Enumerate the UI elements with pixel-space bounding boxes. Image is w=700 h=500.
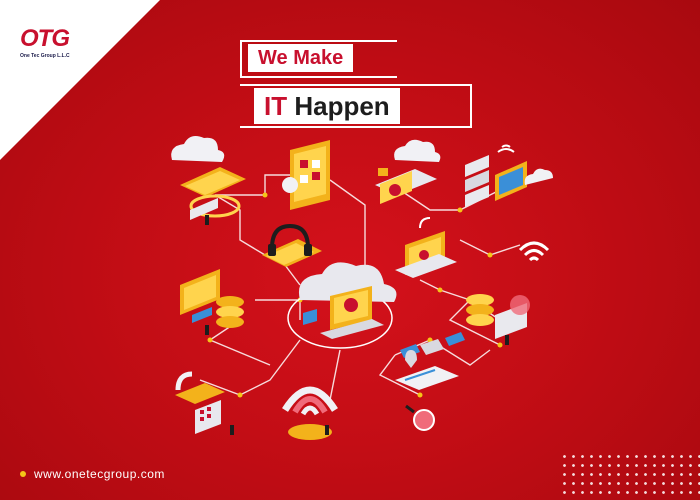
website-url-text: www.onetecgroup.com — [34, 467, 165, 481]
logo-mark: OTG — [20, 25, 70, 52]
wifi-signal-icon — [282, 386, 338, 440]
mobile-app-icon — [282, 140, 330, 210]
headline-frame-bottom — [240, 84, 472, 128]
cloud-phone-icon — [171, 136, 246, 225]
map-location-icon — [395, 350, 459, 390]
dot-pattern-decoration — [560, 452, 700, 498]
logo-subtitle: One Tec Group L.L.C — [20, 53, 70, 59]
server-monitor-icon — [465, 144, 553, 207]
headline-frame-top — [240, 40, 397, 78]
bullet-dot-icon — [20, 471, 26, 477]
website-url[interactable]: www.onetecgroup.com — [20, 467, 165, 481]
headline-line1: We Make — [248, 44, 354, 72]
company-logo[interactable]: OTG One Tec Group L.L.C — [20, 26, 92, 66]
cloud-laptop-hub-icon — [287, 262, 397, 349]
headline-accent: IT — [264, 91, 288, 121]
payment-terminal-icon — [175, 371, 234, 435]
monitor-chart-icon — [395, 217, 457, 278]
headline-rest: Happen — [287, 91, 390, 121]
magnifier-icon — [405, 404, 435, 431]
headphones-support-icon — [262, 223, 322, 267]
cloud-analytics-icon — [375, 139, 441, 204]
headline: We Make IT Happen — [240, 40, 472, 130]
headline-line2: IT Happen — [254, 88, 400, 124]
wifi-small-icon — [518, 241, 550, 262]
laptop-cloud-icon — [180, 269, 244, 335]
database-report-icon — [466, 294, 530, 345]
corner-decoration — [0, 0, 160, 160]
